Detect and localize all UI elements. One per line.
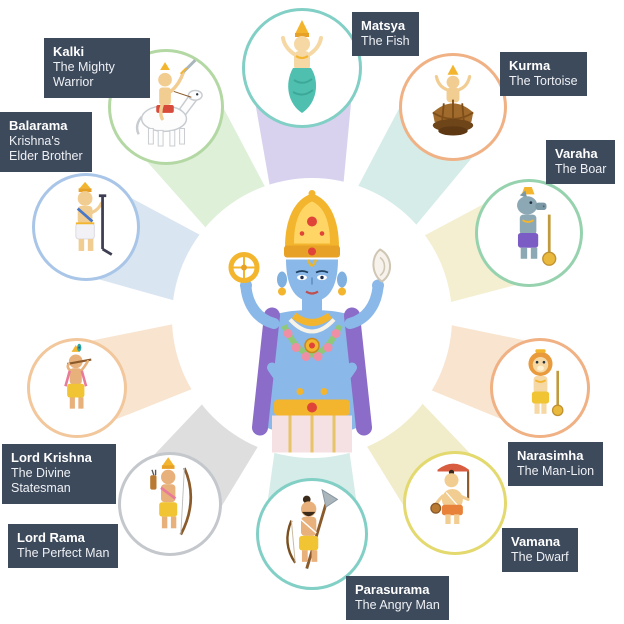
avatar-name: Vamana bbox=[511, 534, 561, 549]
avatar-name: Lord Rama bbox=[17, 530, 85, 545]
avatar-subtitle: The Boar bbox=[555, 161, 607, 176]
label-kurma: Kurma The Tortoise bbox=[500, 52, 587, 97]
label-kalki: Kalki The Mighty Warrior bbox=[44, 38, 150, 98]
avatar-circle-krishna bbox=[27, 338, 127, 438]
avatar-subtitle: The Dwarf bbox=[511, 549, 569, 564]
avatar-subtitle: The Mighty Warrior bbox=[53, 59, 115, 90]
avatar-subtitle: The Fish bbox=[361, 33, 410, 48]
avatar-subtitle: The Perfect Man bbox=[17, 545, 110, 560]
kurma-icon bbox=[432, 64, 474, 136]
avatar-circle-rama bbox=[118, 452, 222, 556]
varaha-icon bbox=[517, 187, 557, 266]
avatar-name: Matsya bbox=[361, 18, 406, 33]
label-vamana: Vamana The Dwarf bbox=[502, 528, 578, 573]
avatar-circle-varaha bbox=[475, 179, 583, 287]
parasurama-icon bbox=[285, 488, 338, 569]
avatar-subtitle: The Angry Man bbox=[355, 597, 440, 612]
label-rama: Lord Rama The Perfect Man bbox=[8, 524, 119, 569]
vishnu-center-figure bbox=[212, 186, 412, 454]
avatar-subtitle: Krishna's Elder Brother bbox=[9, 133, 83, 164]
avatar-circle-narasimha bbox=[490, 338, 590, 438]
vamana-icon bbox=[430, 463, 470, 524]
avatar-circle-vamana bbox=[403, 451, 507, 555]
avatar-circle-kurma bbox=[399, 53, 507, 161]
label-balarama: Balarama Krishna's Elder Brother bbox=[0, 112, 92, 172]
avatar-subtitle: The Man-Lion bbox=[517, 463, 595, 478]
kalki-icon bbox=[135, 59, 203, 147]
label-varaha: Varaha The Boar bbox=[546, 140, 616, 185]
avatar-circle-parasurama bbox=[256, 478, 368, 590]
narasimha-icon bbox=[527, 349, 564, 417]
krishna-icon bbox=[63, 343, 91, 409]
avatar-name: Varaha bbox=[555, 146, 598, 161]
matsya-icon bbox=[281, 20, 323, 113]
avatar-circle-matsya bbox=[242, 8, 362, 128]
label-parasurama: Parasurama The Angry Man bbox=[346, 576, 449, 621]
balarama-icon bbox=[75, 181, 113, 256]
rama-icon bbox=[150, 457, 193, 536]
avatar-name: Kalki bbox=[53, 44, 85, 59]
avatar-circle-balarama bbox=[32, 173, 140, 281]
avatar-subtitle: The Divine Statesman bbox=[11, 465, 71, 496]
avatar-name: Parasurama bbox=[355, 582, 430, 597]
avatar-name: Kurma bbox=[509, 58, 551, 73]
label-narasimha: Narasimha The Man-Lion bbox=[508, 442, 604, 487]
label-matsya: Matsya The Fish bbox=[352, 12, 419, 57]
avatar-name: Lord Krishna bbox=[11, 450, 92, 465]
label-krishna: Lord Krishna The Divine Statesman bbox=[2, 444, 116, 504]
avatar-subtitle: The Tortoise bbox=[509, 73, 578, 88]
vishnu-icon bbox=[228, 190, 391, 453]
avatar-name: Narasimha bbox=[517, 448, 584, 463]
avatar-name: Balarama bbox=[9, 118, 68, 133]
